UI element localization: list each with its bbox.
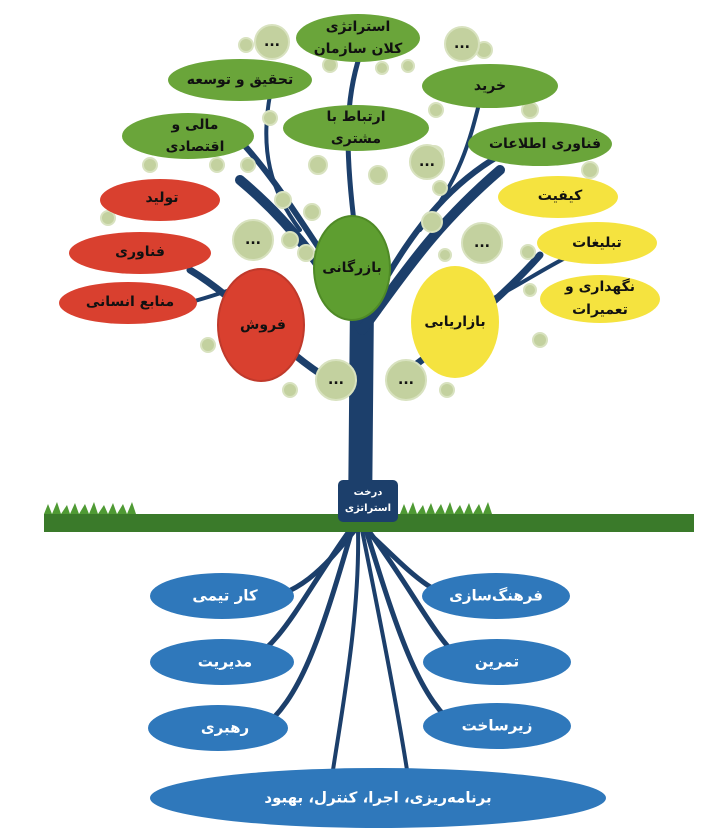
svg-text:تبلیغات: تبلیغات	[572, 235, 622, 251]
green-branch-macro-strategy: استراتژی کلان سازمان	[296, 14, 420, 62]
svg-text:...: ...	[328, 372, 344, 388]
svg-text:فناوری: فناوری	[115, 244, 165, 260]
yellow-branch-maintenance: نگهداری و تعمیرات	[540, 275, 660, 323]
svg-text:...: ...	[264, 34, 280, 50]
svg-text:منابع انسانی: منابع انسانی	[86, 294, 174, 310]
svg-text:استراتژی: استراتژی	[326, 19, 391, 35]
svg-text:...: ...	[474, 235, 490, 251]
hub-sales: فروش	[217, 268, 305, 382]
svg-text:تعمیرات: تعمیرات	[572, 302, 628, 318]
svg-text:خرید: خرید	[474, 78, 506, 94]
root-culture-building: فرهنگ‌سازی	[422, 573, 570, 619]
svg-text:بازاریابی: بازاریابی	[424, 314, 485, 330]
svg-text:...: ...	[245, 232, 261, 248]
root-infrastructure: زیرساخت	[423, 703, 571, 749]
root-base-pdca: برنامه‌ریزی، اجرا، کنترل، بهبود	[150, 768, 606, 828]
yellow-branch-quality: کیفیت	[498, 176, 618, 218]
svg-text:مالی و: مالی و	[171, 117, 219, 133]
placeholder-circles: ... ... ... ... ... ... ...	[232, 24, 503, 401]
root-practice: تمرین	[423, 639, 571, 685]
svg-text:...: ...	[454, 36, 470, 52]
green-branch-rnd: تحقیق و توسعه	[168, 59, 312, 101]
green-branch-it: فناوری اطلاعات	[468, 122, 612, 166]
root-management: مدیریت	[150, 639, 294, 685]
svg-text:کیفیت: کیفیت	[538, 188, 583, 204]
red-branch-hr: منابع انسانی	[59, 282, 197, 324]
hub-marketing: بازاریابی	[411, 266, 499, 378]
trunk-label: درخت استراتژی	[338, 480, 398, 522]
svg-text:بازرگانی: بازرگانی	[322, 259, 381, 276]
svg-text:مدیریت: مدیریت	[198, 653, 252, 671]
svg-text:تمرین: تمرین	[475, 653, 519, 671]
svg-text:تحقیق و توسعه: تحقیق و توسعه	[187, 72, 293, 88]
hub-commerce: بازرگانی	[313, 215, 391, 321]
green-branch-customer-relations: ارتباط با مشتری	[283, 105, 429, 151]
svg-text:ارتباط با: ارتباط با	[326, 109, 385, 125]
svg-text:کلان سازمان: کلان سازمان	[314, 41, 403, 57]
green-branch-purchase: خرید	[422, 64, 558, 108]
yellow-branch-advertising: تبلیغات	[537, 222, 657, 264]
svg-text:برنامه‌ریزی، اجرا، کنترل، بهبو: برنامه‌ریزی، اجرا، کنترل، بهبود	[264, 789, 491, 807]
red-branch-technology: فناوری	[69, 232, 211, 274]
svg-text:کار تیمی: کار تیمی	[192, 587, 257, 605]
svg-text:رهبری: رهبری	[201, 719, 249, 737]
svg-text:فناوری اطلاعات: فناوری اطلاعات	[489, 136, 601, 152]
svg-text:تولید: تولید	[145, 190, 178, 206]
root-teamwork: کار تیمی	[150, 573, 294, 619]
svg-text:زیرساخت: زیرساخت	[462, 717, 533, 735]
svg-text:فرهنگ‌سازی: فرهنگ‌سازی	[449, 587, 543, 605]
svg-text:...: ...	[419, 154, 435, 170]
svg-text:نگهداری و: نگهداری و	[564, 278, 635, 295]
svg-text:درخت: درخت	[354, 487, 383, 498]
green-branch-finance: مالی و اقتصادی	[122, 113, 254, 159]
svg-text:فروش: فروش	[240, 317, 286, 333]
red-branch-production: تولید	[100, 179, 220, 221]
grass-ground	[44, 502, 694, 532]
root-leadership: رهبری	[148, 705, 288, 751]
svg-text:...: ...	[398, 372, 414, 388]
svg-text:اقتصادی: اقتصادی	[166, 139, 225, 155]
svg-text:استراتژی: استراتژی	[345, 503, 391, 514]
svg-text:مشتری: مشتری	[331, 131, 381, 147]
